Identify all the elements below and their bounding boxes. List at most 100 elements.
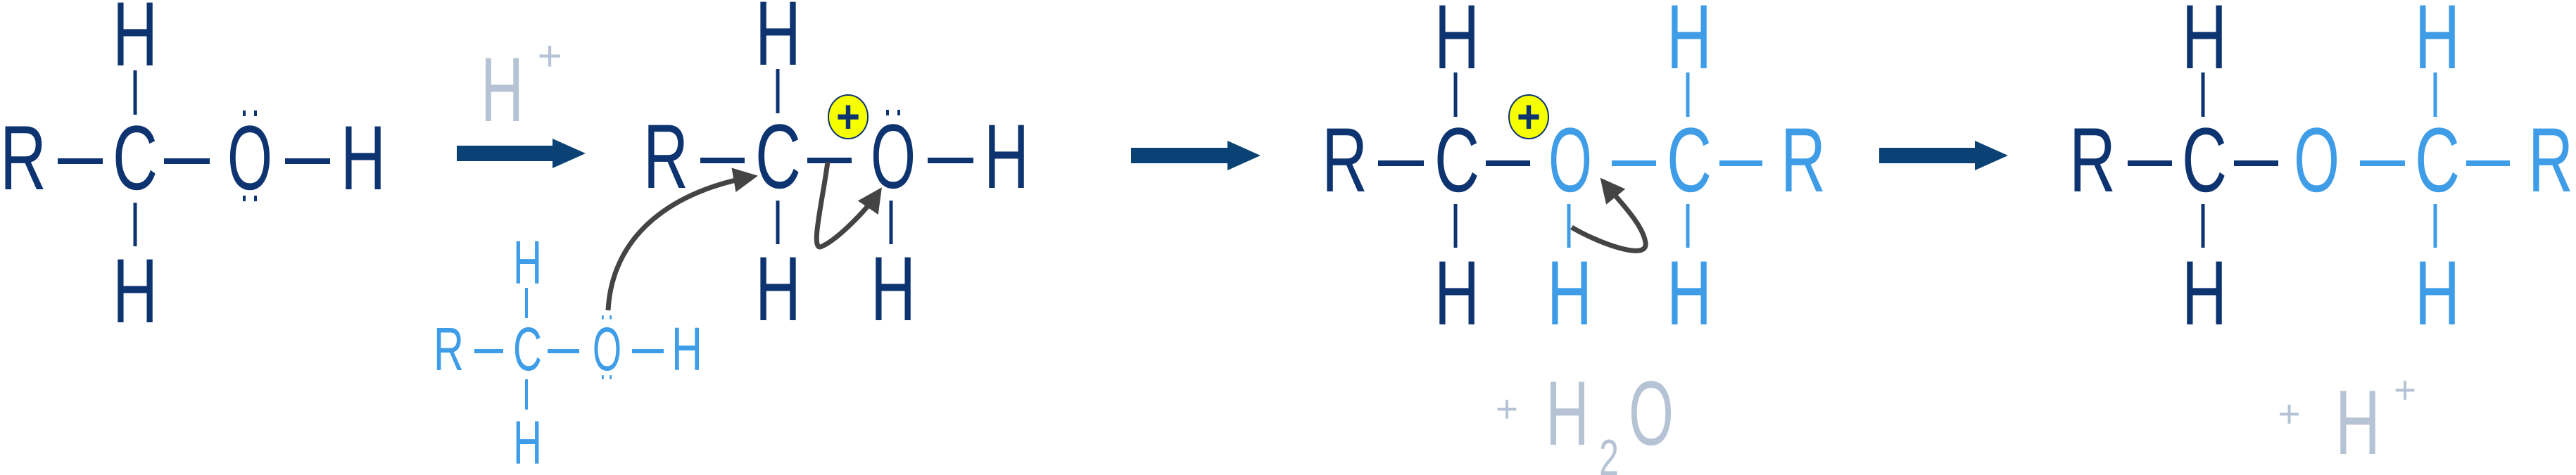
atom-c: C bbox=[513, 315, 542, 384]
reaction-arrow-icon bbox=[457, 139, 586, 168]
atom-h: H bbox=[113, 239, 158, 342]
arrows-and-charges: ++ bbox=[457, 91, 2008, 311]
plus-sign: + bbox=[2278, 392, 2300, 436]
atom-r: R bbox=[434, 315, 464, 384]
atom-r: R bbox=[2069, 108, 2116, 211]
single-bond bbox=[2433, 72, 2437, 117]
atom-c: C bbox=[113, 106, 158, 209]
single-bond bbox=[58, 158, 103, 164]
single-bond bbox=[525, 379, 528, 410]
single-bond bbox=[700, 158, 745, 163]
lone-pair-dot bbox=[243, 110, 246, 116]
single-bond bbox=[889, 201, 893, 244]
single-bond bbox=[1378, 160, 1424, 166]
atom-h: H bbox=[1667, 0, 1712, 88]
lone-pair-dot bbox=[897, 110, 900, 115]
atom-o: O bbox=[1548, 108, 1592, 211]
single-bond bbox=[807, 158, 852, 163]
atom-c: C bbox=[1434, 108, 1479, 211]
charge-symbol: + bbox=[1517, 91, 1541, 143]
water-o: O bbox=[1629, 363, 1674, 465]
lone-pair-dot bbox=[602, 315, 604, 319]
atom-h: H bbox=[2182, 0, 2227, 88]
single-bond bbox=[1567, 204, 1571, 248]
single-bond bbox=[133, 70, 137, 115]
atom-h: H bbox=[671, 315, 702, 383]
atom-o: O bbox=[593, 316, 621, 384]
atom-o: O bbox=[2294, 109, 2340, 211]
single-bond bbox=[1686, 72, 1690, 117]
single-bond bbox=[525, 288, 528, 318]
lone-pair-dot bbox=[243, 196, 246, 201]
electron-flow-arrow-icon bbox=[1570, 177, 1648, 253]
electron-flow-arrow-icon bbox=[605, 167, 758, 311]
atom-h: H bbox=[755, 238, 801, 340]
electron-flow-arrow-icon bbox=[814, 161, 882, 250]
single-bond bbox=[164, 158, 210, 164]
single-bond bbox=[285, 158, 330, 164]
proton-h: H bbox=[2335, 371, 2380, 474]
lone-pair-dot bbox=[886, 110, 889, 115]
atom-h: H bbox=[2415, 0, 2460, 88]
reaction-arrow-icon bbox=[1879, 141, 2008, 170]
lone-pair-dot bbox=[610, 375, 612, 379]
single-bond bbox=[2201, 72, 2205, 117]
atom-r: R bbox=[0, 106, 46, 209]
single-bond bbox=[1686, 204, 1690, 248]
single-bond bbox=[776, 201, 780, 244]
lone-pair-dot bbox=[254, 110, 257, 116]
single-bond bbox=[2466, 160, 2510, 166]
atom-r: R bbox=[1781, 108, 1826, 211]
atom-h: H bbox=[2182, 241, 2227, 344]
atom-h: H bbox=[341, 106, 386, 209]
single-bond bbox=[1612, 160, 1656, 166]
atom-h: H bbox=[871, 237, 916, 340]
reaction-arrow-icon bbox=[1131, 141, 1261, 170]
atom-c: C bbox=[1667, 108, 1712, 211]
single-bond bbox=[474, 349, 503, 353]
lone-pair-dot bbox=[602, 375, 604, 379]
atom-h: H bbox=[1547, 241, 1592, 344]
atom-r: R bbox=[643, 105, 688, 208]
bonds bbox=[58, 69, 2510, 410]
single-bond bbox=[776, 69, 780, 113]
single-bond bbox=[2201, 204, 2205, 248]
atom-h: H bbox=[1667, 241, 1712, 344]
proton-charge: + bbox=[2394, 368, 2416, 412]
lone-pair-dot bbox=[610, 315, 612, 319]
atom-h: H bbox=[1434, 241, 1479, 344]
atom-h: H bbox=[755, 0, 801, 84]
atom-h: H bbox=[513, 229, 542, 297]
positive-charge-icon bbox=[828, 94, 869, 139]
single-bond bbox=[632, 349, 664, 353]
atom-h: H bbox=[2415, 241, 2460, 344]
single-bond bbox=[928, 158, 973, 163]
atom-c: C bbox=[2182, 108, 2227, 211]
single-bond bbox=[1453, 72, 1458, 117]
lone-pair-dot bbox=[254, 196, 257, 201]
single-bond bbox=[133, 203, 137, 246]
atom-r: R bbox=[2528, 108, 2573, 211]
plus-sign: + bbox=[1496, 387, 1518, 431]
atom-h: H bbox=[984, 105, 1029, 208]
atom-r: R bbox=[1322, 109, 1368, 211]
single-bond bbox=[1453, 204, 1458, 248]
atom-c: C bbox=[2415, 108, 2460, 211]
single-bond bbox=[1486, 160, 1530, 166]
reagent-h: H bbox=[481, 39, 524, 141]
charge-symbol: + bbox=[836, 91, 860, 143]
single-bond bbox=[2433, 204, 2437, 248]
reagent-charge: + bbox=[537, 32, 562, 80]
water-subscript: 2 bbox=[1599, 430, 1619, 475]
atom-o: O bbox=[227, 108, 272, 210]
single-bond bbox=[2234, 160, 2278, 166]
atom-c: C bbox=[755, 106, 801, 208]
single-bond bbox=[2360, 160, 2405, 166]
single-bond bbox=[1719, 160, 1762, 166]
atom-h: H bbox=[1434, 0, 1479, 88]
single-bond bbox=[548, 349, 579, 353]
single-bond bbox=[2128, 160, 2172, 166]
atom-h: H bbox=[113, 0, 158, 85]
